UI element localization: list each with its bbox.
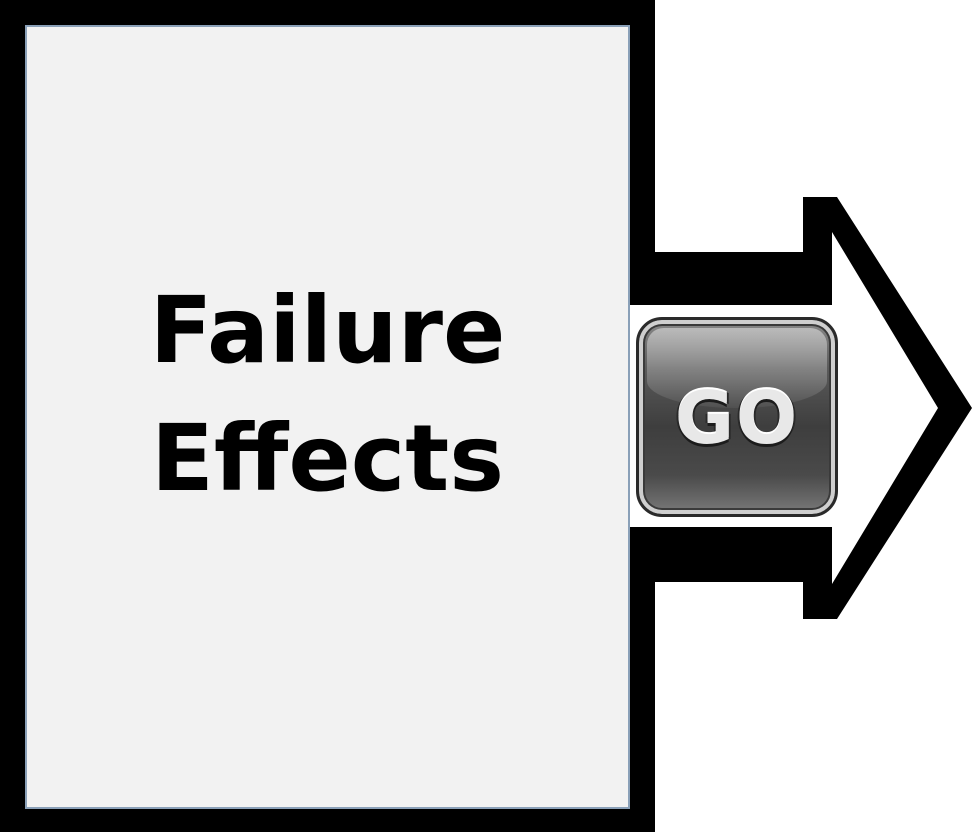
panel-title-line-2: Effects [150,405,505,512]
go-button-gloss [647,328,827,408]
panel-title: Failure Effects [27,267,628,523]
go-button-label: GO [674,376,800,460]
panel-title-line-1: Failure [149,277,506,384]
failure-effects-box: Failure Effects [25,25,630,809]
go-button[interactable]: GO [636,317,838,517]
go-button-area: GO [632,312,845,522]
